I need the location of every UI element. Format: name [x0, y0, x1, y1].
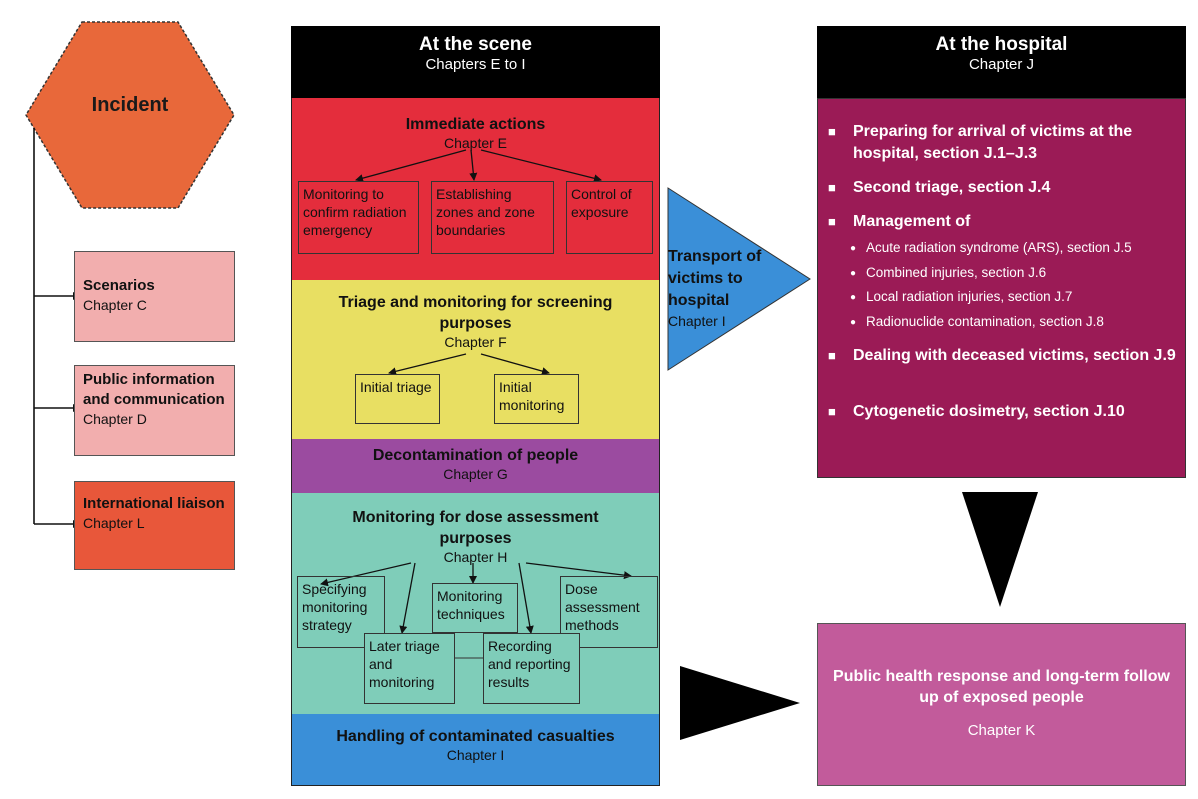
incident-label: Incident [91, 94, 169, 116]
management-sub-radionuclide: ●Radionuclide contamination, section J.8 [850, 313, 1104, 332]
triage-item-monitoring: Initial monitoring [494, 374, 579, 424]
dose-chapter: Chapter H [443, 549, 508, 565]
hospital-body: ■ Preparing for arrival of victims at th… [817, 98, 1186, 478]
immediate-item-control: Control of exposure [566, 181, 653, 254]
international-box: International liaison Chapter L [74, 481, 235, 570]
down-arrow-triangle [962, 492, 1038, 607]
hospital-item-preparing: ■ Preparing for arrival of victims at th… [828, 123, 1133, 162]
scenarios-chapter: Chapter C [83, 297, 147, 313]
triage-arrows [388, 353, 550, 376]
immediate-actions-band: Immediate actions Chapter E [291, 98, 660, 280]
public-health-chapter: Chapter K [967, 722, 1036, 739]
triage-item-initial: Initial triage [355, 374, 440, 424]
square-bullet-icon: ■ [828, 180, 836, 195]
hospital-item-cytogenetic: ■ Cytogenetic dosimetry, section J.10 [828, 401, 1178, 423]
dose-item-techniques: Monitoring techniques [432, 583, 518, 633]
hospital-item-deceased: ■ Dealing with deceased victims, section… [828, 345, 1178, 367]
dose-band: Monitoring for dose assessment purposes … [291, 493, 660, 714]
dot-bullet-icon: ● [850, 243, 857, 254]
square-bullet-icon: ■ [828, 124, 836, 139]
management-sub-ars: ●Acute radiation syndrome (ARS), section… [850, 239, 1132, 258]
international-title: International liaison [83, 495, 225, 512]
dot-bullet-icon: ● [850, 317, 857, 328]
decontamination-band: Decontamination of people Chapter G [291, 439, 660, 493]
international-chapter: Chapter L [83, 515, 145, 531]
hospital-chapter: Chapter J [968, 56, 1035, 73]
hospital-item-second-triage: ■ Second triage, section J.4 [828, 177, 1178, 199]
immediate-arrows [355, 149, 602, 183]
decon-title: Decontamination of people [372, 447, 579, 464]
square-bullet-icon: ■ [828, 348, 836, 363]
triage-chapter: Chapter F [444, 334, 507, 350]
public-info-chapter: Chapter D [83, 411, 147, 427]
handling-band: Handling of contaminated casualties Chap… [291, 714, 660, 786]
right-arrow-triangle [680, 666, 800, 740]
transport-label: Transport of victims to hospital Chapter… [668, 246, 798, 330]
hospital-title: At the hospital [935, 34, 1068, 55]
dot-bullet-icon: ● [850, 292, 857, 303]
scene-chapters: Chapters E to I [425, 56, 526, 73]
immediate-item-monitoring: Monitoring to confirm radiation emergenc… [298, 181, 419, 254]
scene-header: At the scene Chapters E to I [291, 26, 660, 98]
management-sub-combined: ●Combined injuries, section J.6 [850, 264, 1046, 283]
scenarios-title: Scenarios [83, 277, 155, 294]
hospital-header: At the hospital Chapter J [817, 26, 1186, 98]
immediate-chapter: Chapter E [443, 135, 508, 151]
dose-item-methods: Dose assessment methods [560, 576, 658, 648]
dose-item-strategy: Specifying monitoring strategy [297, 576, 385, 648]
scenarios-box: Scenarios Chapter C [74, 251, 235, 342]
square-bullet-icon: ■ [828, 404, 836, 419]
square-bullet-icon: ■ [828, 214, 836, 229]
handling-title: Handling of contaminated casualties [336, 728, 615, 745]
decon-chapter: Chapter G [443, 466, 508, 482]
dose-item-recording: Recording and reporting results [483, 633, 580, 704]
immediate-title: Immediate actions [405, 116, 546, 133]
immediate-item-zones: Establishing zones and zone boundaries [431, 181, 554, 254]
triage-band: Triage and monitoring for screening purp… [291, 280, 660, 439]
public-health-title: Public health response and long-term fol… [833, 668, 1170, 706]
hospital-item-management: ■ Management of [828, 211, 1178, 233]
dot-bullet-icon: ● [850, 268, 857, 279]
dose-title: Monitoring for dose assessment purposes [352, 509, 599, 547]
handling-chapter: Chapter I [446, 747, 505, 763]
public-info-title: Public information and communication [83, 371, 225, 408]
triage-title: Triage and monitoring for screening purp… [338, 294, 613, 332]
scene-title: At the scene [419, 34, 532, 55]
management-sub-local: ●Local radiation injuries, section J.7 [850, 288, 1072, 307]
transport-title: Transport of victims to hospital [668, 248, 762, 309]
dose-arrows [320, 562, 632, 659]
public-health-box: Public health response and long-term fol… [817, 623, 1186, 786]
transport-chapter: Chapter I [668, 313, 726, 329]
dose-item-later-triage: Later triage and monitoring [364, 633, 455, 704]
public-info-box: Public information and communication Cha… [74, 365, 235, 456]
